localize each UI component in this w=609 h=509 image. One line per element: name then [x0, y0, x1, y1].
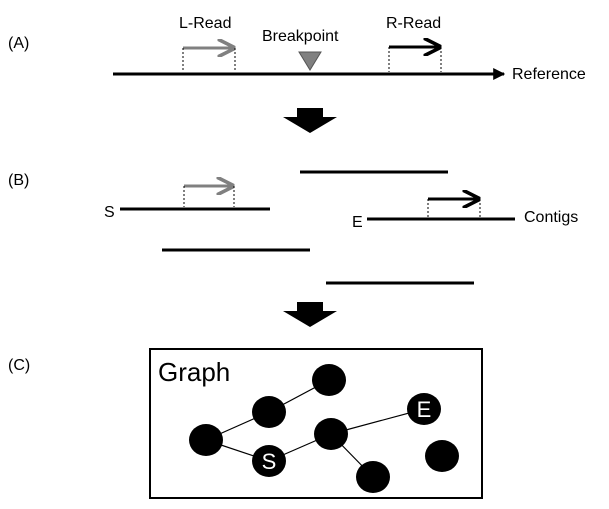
down-arrow-a-to-b-icon	[283, 108, 337, 133]
contig-start-label: S	[104, 204, 115, 221]
graph-box	[149, 348, 483, 499]
contigs-label: Contigs	[524, 209, 578, 226]
graph-node-start	[252, 445, 286, 477]
graph-title: Graph	[158, 357, 230, 387]
panel-a-label: (A)	[8, 35, 29, 52]
graph-node	[189, 424, 223, 456]
graph-node	[312, 364, 346, 396]
panel-b-label: (B)	[8, 172, 29, 189]
down-arrow-b-to-c-icon	[283, 302, 337, 327]
graph-node	[425, 440, 459, 472]
graph-start-node-label: S	[262, 449, 277, 474]
graph-end-node-label: E	[417, 397, 432, 422]
right-read-label: R-Read	[386, 15, 441, 32]
reference-label: Reference	[512, 66, 586, 83]
contig-end-label: E	[352, 214, 363, 231]
panel-c: (C) Graph S E	[8, 348, 483, 499]
graph-node	[356, 461, 390, 493]
panel-b: (B) S E Contigs	[8, 170, 578, 285]
breakpoint-label: Breakpoint	[262, 28, 339, 45]
graph-node-end	[407, 393, 441, 425]
panel-a: (A) Reference L-Read Breakpoint R-Read	[8, 15, 586, 83]
graph-node	[252, 396, 286, 428]
graph-node	[314, 418, 348, 450]
panel-c-label: (C)	[8, 357, 30, 374]
breakpoint-marker-icon	[298, 51, 322, 71]
left-read-label: L-Read	[179, 15, 231, 32]
